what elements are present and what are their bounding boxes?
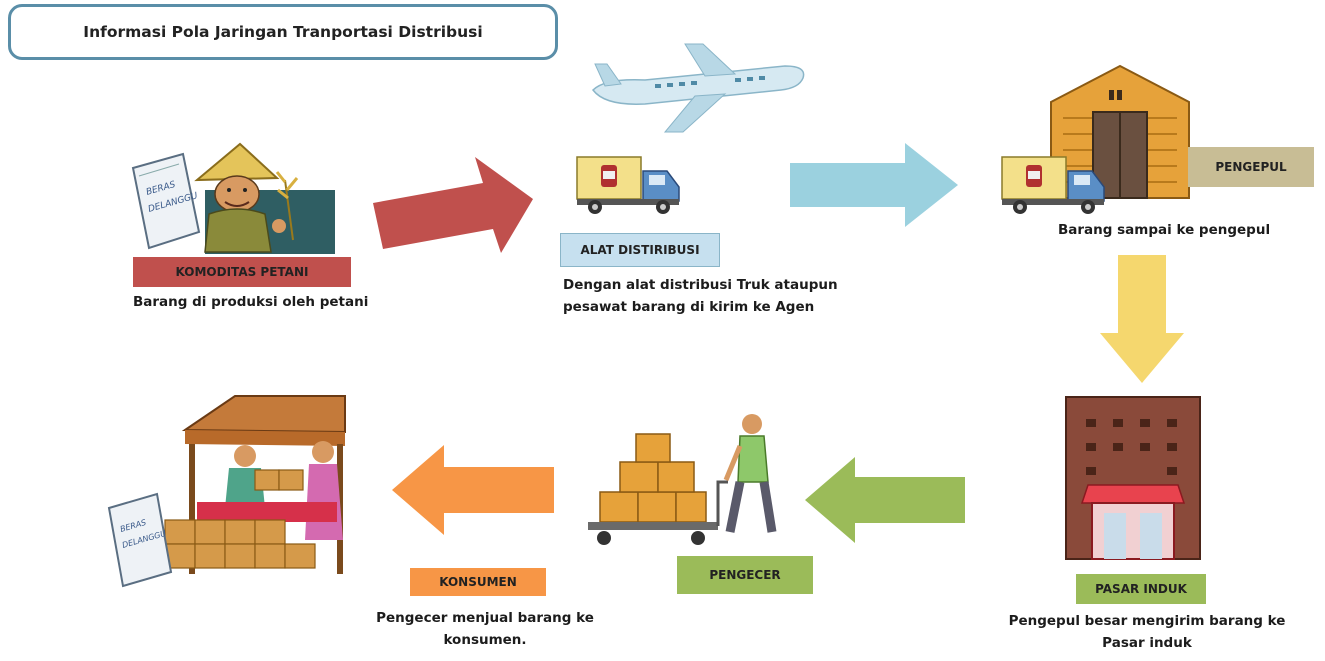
arrow-red	[373, 157, 533, 253]
truck-illustration	[576, 156, 680, 214]
pengepul-caption: Barang sampai ke pengepul	[1058, 222, 1271, 238]
market-stall-illustration: BERAS DELANGGU	[107, 395, 346, 588]
alat-caption-line2: pesawat barang di kirim ke Agen	[563, 298, 815, 315]
diagram-title: Informasi Pola Jaringan Tranportasi Dist…	[8, 4, 558, 60]
petani-label: KOMODITAS PETANI	[133, 257, 351, 287]
market-building-illustration	[1065, 396, 1201, 560]
konsumen-caption-line2: konsumen.	[443, 631, 527, 648]
konsumen-caption-line1: Pengecer menjual barang ke	[376, 610, 594, 626]
airplane-illustration	[592, 43, 805, 133]
truck-pengepul-illustration	[1001, 156, 1105, 214]
pasar-caption-line2: Pasar induk	[1102, 634, 1192, 651]
arrow-yellow	[1100, 255, 1184, 383]
arrow-orange	[392, 445, 554, 535]
alat-caption: Dengan alat distribusi Truk ataupun pesa…	[563, 275, 893, 318]
arrow-green	[805, 457, 965, 543]
konsumen-label: KONSUMEN	[410, 568, 546, 596]
konsumen-caption: Pengecer menjual barang ke konsumen.	[340, 608, 630, 651]
pasar-label: PASAR INDUK	[1076, 574, 1206, 604]
retailer-trolley-illustration	[588, 414, 777, 545]
petani-caption: Barang di produksi oleh petani	[133, 294, 369, 310]
pasar-caption-line1: Pengepul besar mengirim barang ke	[1008, 613, 1286, 629]
pengecer-label: PENGECER	[677, 556, 813, 594]
pasar-caption: Pengepul besar mengirim barang ke Pasar …	[992, 611, 1302, 654]
farmer-illustration: BERAS DELANGGU	[131, 142, 335, 254]
arrow-blue	[790, 143, 958, 227]
pengepul-label: PENGEPUL	[1188, 147, 1314, 187]
alat-label: ALAT DISTIRIBUSI	[560, 233, 720, 267]
alat-caption-line1: Dengan alat distribusi Truk ataupun	[563, 277, 838, 293]
